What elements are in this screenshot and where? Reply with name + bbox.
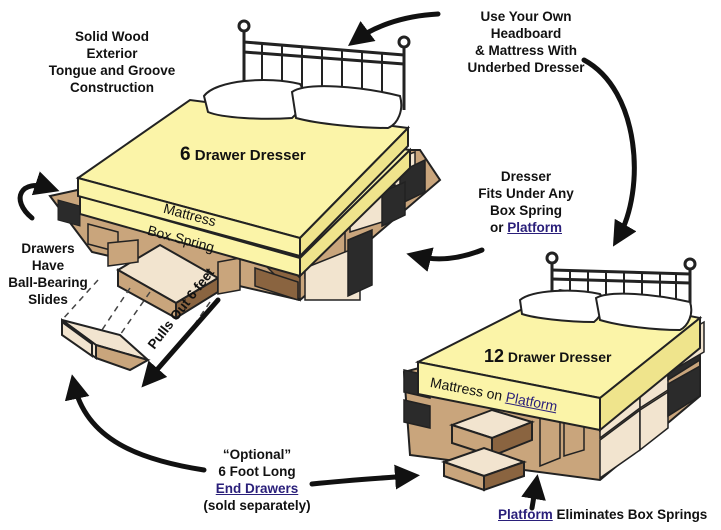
- arrows: [17, 11, 637, 511]
- six-count: 6: [180, 144, 191, 165]
- fits-under-line: Fits Under Any: [478, 186, 574, 201]
- platform-link-bottom[interactable]: Platform: [498, 507, 553, 522]
- tongue-groove-line: Tongue and Groove: [48, 63, 176, 78]
- arrow-to-platform: [521, 474, 546, 511]
- box-spring-line: Box Spring: [489, 203, 562, 218]
- twelve-count: 12: [484, 346, 505, 366]
- arrow-to-bed-two-drawers: [309, 464, 420, 490]
- pillows-two: [518, 289, 693, 332]
- optional-line: “Optional”: [222, 447, 292, 462]
- slides-line: Slides: [28, 292, 68, 307]
- or-platform-line: or Platform: [466, 219, 586, 236]
- end-drawers-link[interactable]: End Drawers: [215, 481, 299, 496]
- eliminates-text: Eliminates Box Springs: [556, 507, 708, 522]
- use-your-own-line: Use Your Own: [480, 9, 572, 24]
- bed-six-drawer: [48, 19, 442, 372]
- arrow-to-headboard: [347, 11, 441, 46]
- solid-wood-line: Solid Wood: [75, 29, 149, 44]
- or-text: or: [489, 220, 504, 235]
- six-drawer-title: 6 Drawer Dresser: [180, 144, 306, 166]
- ball-bearing-line: Ball-Bearing: [8, 275, 88, 290]
- platform-eliminates-label: Platform Eliminates Box Springs: [498, 506, 707, 523]
- drawers-label: Drawers Have Ball-Bearing Slides: [8, 240, 88, 308]
- dresser-line: Dresser: [500, 169, 552, 184]
- headboard-label: Use Your Own Headboard & Mattress With U…: [446, 8, 606, 76]
- construction-line: Construction: [70, 80, 154, 95]
- bed-twelve-drawer: [402, 251, 705, 492]
- solid-wood-label: Solid Wood Exterior Tongue and Groove Co…: [42, 28, 182, 96]
- underbed-dresser-line: Underbed Dresser: [467, 60, 585, 75]
- twelve-drawer-text: Drawer Dresser: [507, 349, 612, 365]
- arrow-pulls-out: [141, 297, 221, 388]
- headboard-line: Headboard: [490, 26, 562, 41]
- six-drawer-text: Drawer Dresser: [194, 147, 306, 164]
- mattress-with-line: & Mattress With: [475, 43, 577, 58]
- have-line: Have: [31, 258, 65, 273]
- platform-link[interactable]: Platform: [507, 220, 563, 235]
- six-foot-long-line: 6 Foot Long: [218, 464, 296, 479]
- twelve-drawer-title: 12 Drawer Dresser: [484, 346, 611, 367]
- exterior-line: Exterior: [86, 46, 138, 61]
- dresser-fits-label: Dresser Fits Under Any Box Spring or Pla…: [466, 168, 586, 236]
- drawers-line: Drawers: [21, 241, 75, 256]
- headboard-one: [237, 19, 411, 110]
- arrow-to-box-spring: [406, 247, 485, 272]
- arrow-to-end-drawer: [64, 374, 207, 473]
- pillows-one: [202, 79, 403, 130]
- end-drawer-outline: [61, 279, 211, 336]
- sold-separately-line: (sold separately): [203, 498, 311, 513]
- arrow-to-bed-two: [581, 57, 637, 247]
- arrow-drawers-slides: [17, 171, 60, 221]
- optional-end-drawers-label: “Optional” 6 Foot Long End Drawers (sold…: [192, 446, 322, 514]
